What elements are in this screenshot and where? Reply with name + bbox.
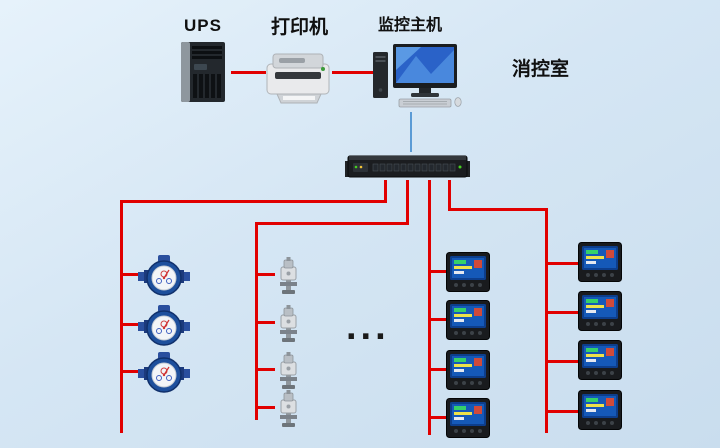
- ups-label: UPS: [184, 16, 222, 35]
- water-meter-1: [138, 254, 190, 298]
- link-printer-host: [332, 71, 374, 74]
- data-collector-icon: [345, 152, 470, 180]
- stub-meter-b2: [547, 311, 580, 314]
- stub-valve-4: [257, 406, 275, 409]
- stub-valve-1: [257, 273, 275, 276]
- power-meter-b2: [578, 291, 622, 331]
- stub-meter-a3: [430, 368, 448, 371]
- power-meter-a2: [446, 300, 490, 340]
- bus-vertical-water: [120, 200, 123, 433]
- bus-horizontal-left: [120, 200, 387, 203]
- bus-vertical-valves: [255, 222, 258, 420]
- bus-drop-2: [406, 180, 409, 225]
- stub-meter-a4: [430, 416, 448, 419]
- bus-vertical-meters-a: [428, 180, 431, 435]
- monitor-host-icon: [373, 44, 463, 108]
- stub-meter-b1: [547, 262, 580, 265]
- bus-drop-4: [448, 180, 451, 211]
- power-meter-a4: [446, 398, 490, 438]
- stub-meter-b4: [547, 410, 580, 413]
- link-host-collector: [410, 112, 412, 152]
- power-meter-b3: [578, 340, 622, 380]
- printer-device-icon: [265, 50, 333, 106]
- bus-horizontal-right: [448, 208, 548, 211]
- power-meter-b4: [578, 390, 622, 430]
- stub-meter-a2: [430, 318, 448, 321]
- stub-water-2: [122, 323, 142, 326]
- stub-water-3: [122, 370, 142, 373]
- stub-meter-a1: [430, 270, 448, 273]
- bus-horizontal-mid: [255, 222, 409, 225]
- valve-transmitter-1: [273, 257, 303, 295]
- water-meter-3: [138, 351, 190, 395]
- bus-drop-1: [384, 180, 387, 203]
- link-ups-printer: [231, 71, 266, 74]
- more-branches-ellipsis: ...: [346, 306, 390, 348]
- monitor-host-label: 监控主机: [378, 17, 443, 34]
- stub-valve-2: [257, 321, 275, 324]
- power-meter-b1: [578, 242, 622, 282]
- power-meter-a1: [446, 252, 490, 292]
- water-meter-2: [138, 304, 190, 348]
- control-room-label: 消控室: [512, 59, 570, 80]
- printer-label: 打印机: [271, 17, 329, 38]
- ups-device-icon: [180, 40, 232, 104]
- bus-vertical-meters-b: [545, 208, 548, 433]
- valve-transmitter-3: [273, 352, 303, 390]
- stub-meter-b3: [547, 360, 580, 363]
- stub-water-1: [122, 273, 142, 276]
- valve-transmitter-4: [273, 390, 303, 428]
- stub-valve-3: [257, 368, 275, 371]
- valve-transmitter-2: [273, 305, 303, 343]
- power-meter-a3: [446, 350, 490, 390]
